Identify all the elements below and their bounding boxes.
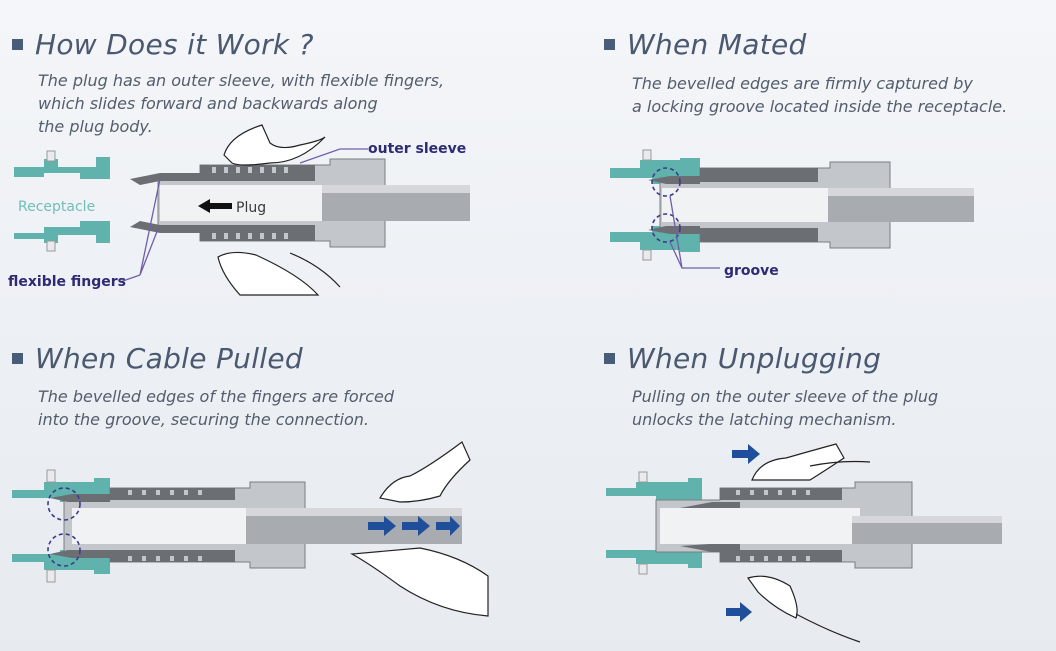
description-how-it-works: The plug has an outer sleeve, with flexi…: [38, 71, 445, 136]
square-bullet-icon: [604, 353, 615, 364]
title-when-mated: When Mated: [627, 28, 807, 61]
title-how-it-works: How Does it Work ?: [35, 28, 314, 61]
diagram-when-mated: groove: [610, 149, 974, 279]
heading-how-it-works: How Does it Work ?: [12, 28, 314, 61]
label-groove: groove: [724, 263, 779, 279]
plug-assembly: [648, 161, 974, 249]
diagram-when-unplugging: [606, 443, 1002, 643]
hand-pulling-icon: [349, 441, 489, 617]
hand-bottom-icon: [217, 251, 341, 296]
description-when-unplugging: Pulling on the outer sleeve of the plug …: [632, 387, 939, 429]
heading-when-mated: When Mated: [604, 28, 807, 61]
title-when-cable-pulled: When Cable Pulled: [35, 342, 303, 375]
arrow-left-icon: [198, 199, 232, 213]
label-outer-sleeve: outer sleeve: [368, 141, 466, 157]
square-bullet-icon: [12, 39, 23, 50]
heading-when-unplugging: When Unplugging: [604, 342, 881, 375]
square-bullet-icon: [604, 39, 615, 50]
label-receptacle: Receptacle: [18, 199, 95, 215]
square-bullet-icon: [12, 353, 23, 364]
groove-highlight-circle: [47, 487, 81, 567]
arrow-right-icon: [726, 444, 760, 622]
plug-assembly: [655, 481, 1002, 569]
receptacle-bottom-part: [14, 221, 110, 252]
plug-assembly: [130, 158, 470, 248]
arrow-right-icon: [368, 516, 460, 536]
diagram-when-cable-pulled: [12, 441, 489, 617]
hand-bottom-icon: [747, 575, 861, 643]
hand-top-icon: [751, 443, 871, 481]
label-plug: Plug: [236, 200, 266, 216]
diagram-how-it-works: Receptacle Plug outer sleeve flexible fi…: [8, 124, 470, 296]
heading-when-cable-pulled: When Cable Pulled: [12, 342, 303, 375]
description-when-cable-pulled: The bevelled edges of the fingers are fo…: [38, 387, 394, 429]
title-when-unplugging: When Unplugging: [627, 342, 882, 375]
receptacle-top-part: [606, 471, 702, 500]
receptacle-top-part: [14, 150, 110, 179]
description-when-mated: The bevelled edges are firmly captured b…: [632, 74, 1008, 116]
groove-highlight-circle: [651, 167, 681, 243]
label-flexible-fingers: flexible fingers: [8, 274, 126, 290]
hand-top-icon: [223, 124, 326, 166]
